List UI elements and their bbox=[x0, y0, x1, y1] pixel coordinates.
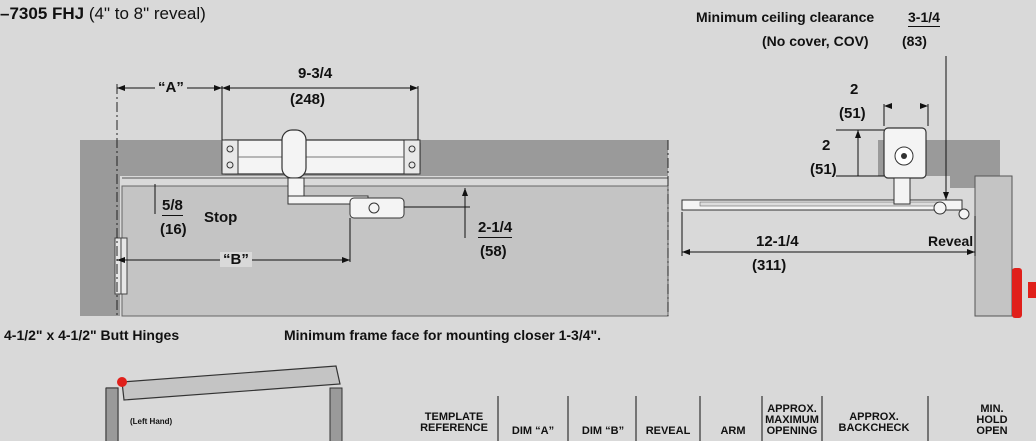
arm-length-dim-mm: (311) bbox=[752, 257, 787, 274]
model-number: –7305 FHJ bbox=[0, 4, 85, 23]
side-section bbox=[681, 127, 1036, 318]
ceiling-clearance-value: 3-1/4 bbox=[908, 9, 940, 27]
th-max-opening: APPROX. MAXIMUM OPENING bbox=[765, 403, 819, 437]
product-title: –7305 FHJ (4" to 8" reveal) bbox=[0, 4, 206, 24]
reveal-range: (4" to 8" reveal) bbox=[88, 4, 206, 23]
closer-body bbox=[221, 129, 421, 179]
arm-length-dim: 12-1/4 bbox=[756, 233, 799, 250]
frame-jamb-left bbox=[80, 140, 120, 316]
ceiling-clearance-note: (No cover, COV) bbox=[762, 33, 869, 49]
hinge-note: 4-1/2" x 4-1/2" Butt Hinges bbox=[4, 327, 180, 343]
frame-face-note: Minimum frame face for mounting closer 1… bbox=[284, 327, 602, 343]
dim-b-label: “B” bbox=[220, 252, 252, 267]
front-arrowheads bbox=[117, 85, 468, 263]
th-dim-a: DIM “A” bbox=[511, 425, 555, 437]
side-arrowheads bbox=[682, 103, 975, 255]
reveal-label: Reveal bbox=[928, 233, 974, 249]
th-backcheck: APPROX. BACKCHECK bbox=[838, 411, 910, 434]
stop-dim: 5/8 bbox=[162, 197, 183, 216]
side-left-dim-mm: (51) bbox=[810, 161, 837, 178]
ceiling-clearance-label: Minimum ceiling clearance bbox=[696, 9, 875, 25]
side-left-dim: 2 bbox=[822, 137, 831, 154]
side-dimensions bbox=[681, 56, 976, 256]
th-dim-b: DIM “B” bbox=[581, 425, 625, 437]
arm-drop-dim-mm: (58) bbox=[480, 243, 507, 260]
side-top-dim: 2 bbox=[850, 81, 859, 98]
th-reveal: REVEAL bbox=[645, 425, 691, 437]
closer-arm bbox=[287, 177, 405, 219]
th-min-hold-open: MIN. HOLD OPEN bbox=[976, 403, 1008, 437]
body-length-mm: (248) bbox=[290, 91, 326, 108]
stop-label: Stop bbox=[204, 209, 238, 226]
left-hand-mini-diagram bbox=[105, 365, 343, 441]
stop-dim-mm: (16) bbox=[160, 221, 187, 238]
ceiling-clearance-mm: (83) bbox=[902, 33, 927, 49]
th-arm: ARM bbox=[720, 425, 746, 437]
dim-a-label: “A” bbox=[155, 80, 187, 95]
arm-drop-dim: 2-1/4 bbox=[478, 219, 513, 238]
left-hand-label: (Left Hand) bbox=[130, 417, 173, 426]
th-template-reference: TEMPLATE REFERENCE bbox=[420, 411, 488, 434]
side-top-dim-mm: (51) bbox=[839, 105, 866, 122]
body-length: 9-3/4 bbox=[296, 65, 335, 82]
